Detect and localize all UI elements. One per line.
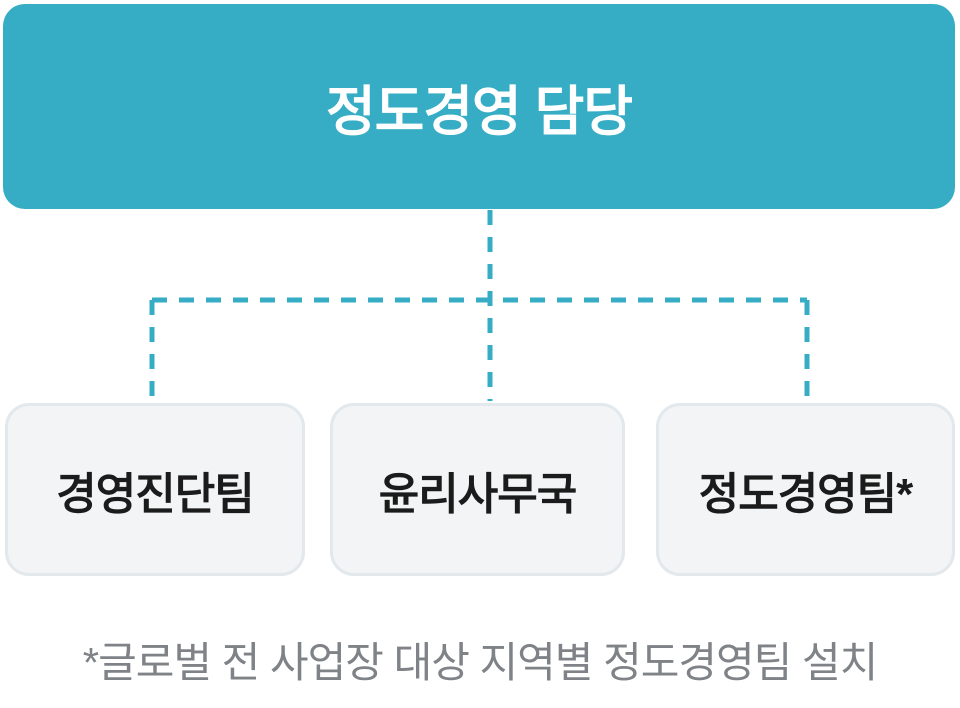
- root-box: 정도경영 담당: [3, 4, 955, 209]
- footnote: *글로벌 전 사업장 대상 지역별 정도경영팀 설치: [82, 639, 879, 686]
- child-box-label: 정도경영팀*: [698, 469, 914, 519]
- child-box-ethics-office: 윤리사무국: [330, 403, 625, 576]
- root-box-label: 정도경영 담당: [325, 82, 633, 142]
- child-box-management-diagnosis: 경영진단팀: [5, 403, 305, 576]
- child-box-jeongdo-team: 정도경영팀*: [656, 403, 955, 576]
- child-box-label: 윤리사무국: [378, 469, 577, 519]
- child-box-label: 경영진단팀: [56, 469, 254, 519]
